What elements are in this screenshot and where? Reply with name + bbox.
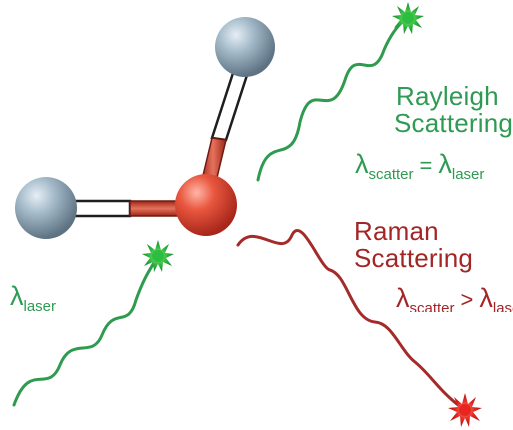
raman-operator: >	[460, 287, 474, 312]
rayleigh-green-wave	[256, 18, 406, 182]
bond-lower	[58, 199, 186, 218]
rayleigh-title-line2: Scattering	[394, 108, 513, 139]
raman-lhs-symbol: λ	[396, 284, 410, 313]
bond-upper	[199, 68, 250, 191]
raman-title: Raman Scattering	[354, 216, 474, 274]
rayleigh-rhs-symbol: λ	[438, 149, 452, 179]
raman-red-wave	[236, 229, 464, 410]
incident-symbol: λ	[10, 281, 24, 311]
incident-green-wave	[12, 250, 162, 407]
raman-title-line1: Raman	[354, 216, 439, 246]
raman-title-line2: Scattering	[354, 243, 474, 274]
oxygen-atom	[175, 174, 237, 236]
hydrogen-atom-top	[215, 17, 275, 77]
red-burst-icon	[448, 393, 482, 427]
rayleigh-title: Rayleigh Scattering	[394, 81, 513, 139]
rayleigh-title-line1: Rayleigh	[396, 81, 499, 111]
raman-lhs-sub: scatter	[409, 300, 455, 313]
rayleigh-lhs-symbol: λ	[355, 149, 369, 179]
hydrogen-atom-left	[15, 177, 77, 239]
rayleigh-lhs-sub: scatter	[368, 166, 414, 183]
green-burst-icon-incident	[142, 240, 174, 272]
rayleigh-rhs-sub: laser	[451, 166, 485, 183]
rayleigh-operator: =	[419, 153, 433, 178]
incident-sub: laser	[23, 298, 57, 315]
raman-rhs-symbol: λ	[479, 284, 493, 313]
raman-equation: λscatter>λlaser	[396, 284, 513, 312]
raman-rhs-sub: laser	[492, 300, 513, 313]
rayleigh-equation: λscatter=λlaser	[355, 149, 484, 183]
incident-laser-label: λlaser	[10, 281, 56, 315]
green-burst-icon-top	[392, 2, 424, 34]
